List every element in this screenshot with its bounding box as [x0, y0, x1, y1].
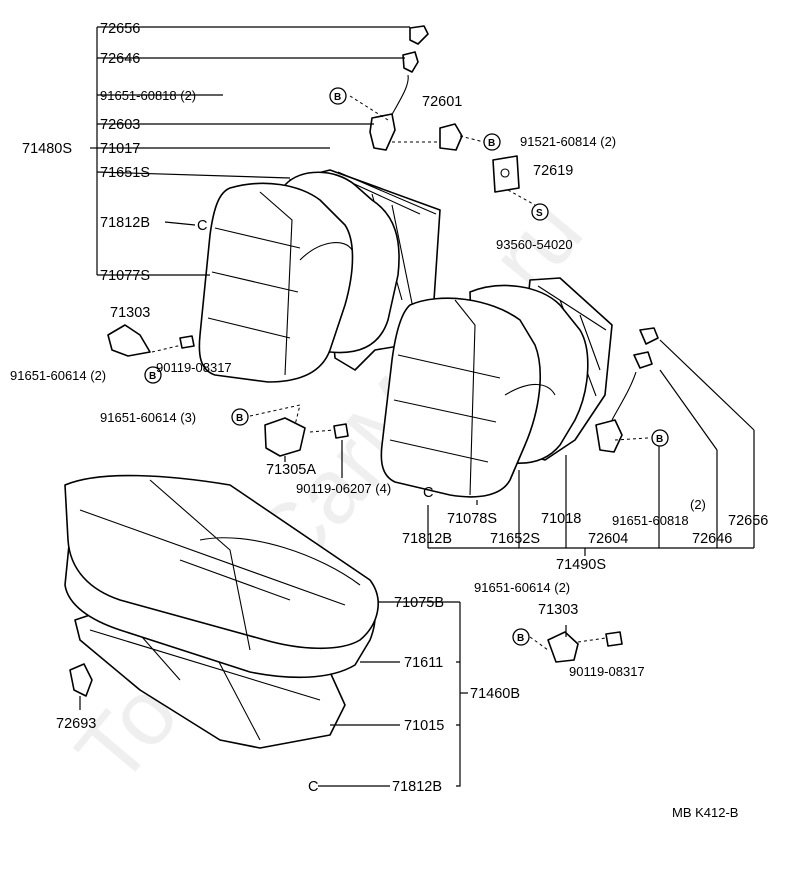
svg-text:B: B: [334, 92, 341, 103]
label-71651S: 71651S: [100, 165, 150, 181]
label-71652S: 71652S: [490, 531, 540, 547]
label-71490S: 71490S: [556, 557, 606, 573]
label-91651-60818-right-qty: (2): [690, 497, 706, 512]
label-90119-08317-left: 90119-08317: [156, 360, 232, 375]
label-91651-60818-right: 91651-60818: [612, 513, 689, 528]
label-71078S: 71078S: [447, 511, 497, 527]
label-91521-60814: 91521-60814 (2): [520, 134, 616, 149]
leader-lines: [79, 26, 755, 787]
label-71018: 71018: [541, 511, 581, 527]
badge-b-2: B: [483, 133, 501, 151]
badge-b-5: B: [651, 429, 669, 447]
label-91651-60614-2-right: 91651-60614 (2): [474, 580, 570, 595]
label-71303-right: 71303: [538, 602, 578, 618]
seat-cushion: [64, 474, 379, 749]
label-72693: 72693: [56, 716, 96, 732]
label-90119-08317-right: 90119-08317: [569, 664, 645, 679]
badge-b-6: B: [512, 628, 530, 646]
clip-c-2: C: [423, 485, 433, 501]
labels: 72656 72646 91651-60818 (2) 72603 71480S…: [10, 21, 768, 820]
label-71305A: 71305A: [266, 462, 316, 478]
label-72656-top: 72656: [100, 21, 140, 37]
label-71303-left: 71303: [110, 305, 150, 321]
label-71480S: 71480S: [22, 141, 72, 157]
clip-c-3: C: [308, 779, 318, 795]
label-71812B-c: 71812B: [392, 779, 442, 795]
right-seatback: [380, 277, 613, 498]
label-71017: 71017: [100, 141, 140, 157]
svg-text:B: B: [149, 371, 156, 382]
label-91651-60614-2-left: 91651-60614 (2): [10, 368, 106, 383]
svg-text:B: B: [488, 138, 495, 149]
badge-b-3: B: [144, 366, 162, 384]
label-71015: 71015: [404, 718, 444, 734]
hardware: [69, 25, 659, 697]
svg-text:B: B: [656, 434, 663, 445]
label-71611: 71611: [404, 655, 443, 671]
label-72646-top: 72646: [100, 51, 140, 67]
label-72601: 72601: [422, 94, 462, 110]
svg-text:B: B: [517, 633, 524, 644]
label-71812B-a: 71812B: [100, 215, 150, 231]
label-71077S: 71077S: [100, 268, 150, 284]
badge-b-4: B: [231, 408, 249, 426]
label-72646-right: 72646: [692, 531, 732, 547]
label-72603: 72603: [100, 117, 140, 133]
label-72656-right: 72656: [728, 513, 768, 529]
label-91651-60614-3: 91651-60614 (3): [100, 410, 196, 425]
label-72604: 72604: [588, 531, 628, 547]
label-91651-60818-left: 91651-60818 (2): [100, 88, 196, 103]
clip-c-1: C: [197, 218, 207, 234]
label-90119-06207: 90119-06207 (4): [296, 481, 391, 496]
label-72619: 72619: [533, 163, 573, 179]
label-71812B-b: 71812B: [402, 531, 452, 547]
svg-text:B: B: [236, 413, 243, 424]
badge-b-1: B: [329, 87, 347, 105]
label-93560-54020: 93560-54020: [496, 237, 573, 252]
label-71460B: 71460B: [470, 686, 520, 702]
footer-code: MB K412-B: [672, 805, 738, 820]
label-71075B: 71075B: [394, 595, 444, 611]
badge-s-1: S: [531, 203, 549, 221]
svg-text:S: S: [536, 208, 543, 219]
